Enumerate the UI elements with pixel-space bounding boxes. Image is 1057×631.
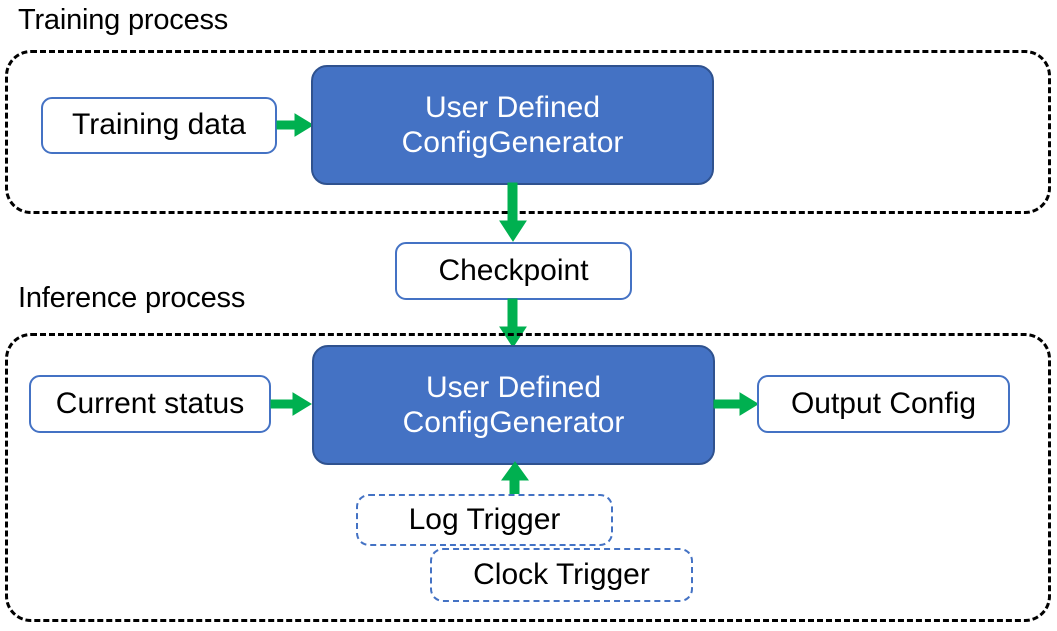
inference-config-generator-node[interactable]: User Defined ConfigGenerator xyxy=(312,345,715,465)
training-data-label: Training data xyxy=(72,108,246,142)
clock-trigger-label: Clock Trigger xyxy=(473,557,650,591)
checkpoint-node[interactable]: Checkpoint xyxy=(395,242,632,300)
training-process-title: Training process xyxy=(18,4,229,36)
inference-process-group xyxy=(5,333,1051,622)
log-trigger-node[interactable]: Log Trigger xyxy=(356,494,613,546)
current-status-node[interactable]: Current status xyxy=(29,375,271,433)
current-status-label: Current status xyxy=(55,386,245,420)
training-generator-line1: User Defined xyxy=(424,90,601,124)
inference-generator-line1: User Defined xyxy=(425,370,602,404)
training-config-generator-node[interactable]: User Defined ConfigGenerator xyxy=(311,65,714,185)
arrow-checkpoint-to-inference-generator xyxy=(499,298,527,348)
output-config-node[interactable]: Output Config xyxy=(757,375,1010,433)
arrow-current-status-to-generator xyxy=(270,392,312,416)
log-trigger-label: Log Trigger xyxy=(408,502,561,536)
training-process-group xyxy=(5,50,1051,214)
inference-generator-line2: ConfigGenerator xyxy=(402,406,625,439)
training-data-node[interactable]: Training data xyxy=(41,97,277,154)
output-config-label: Output Config xyxy=(790,386,977,420)
arrow-generator-to-output-config xyxy=(713,392,759,416)
inference-process-title: Inference process xyxy=(18,282,246,314)
arrow-training-data-to-generator xyxy=(276,113,314,137)
arrow-training-generator-to-checkpoint xyxy=(499,182,527,242)
training-generator-line2: ConfigGenerator xyxy=(401,126,624,159)
clock-trigger-node[interactable]: Clock Trigger xyxy=(430,548,693,602)
checkpoint-label: Checkpoint xyxy=(438,253,589,287)
